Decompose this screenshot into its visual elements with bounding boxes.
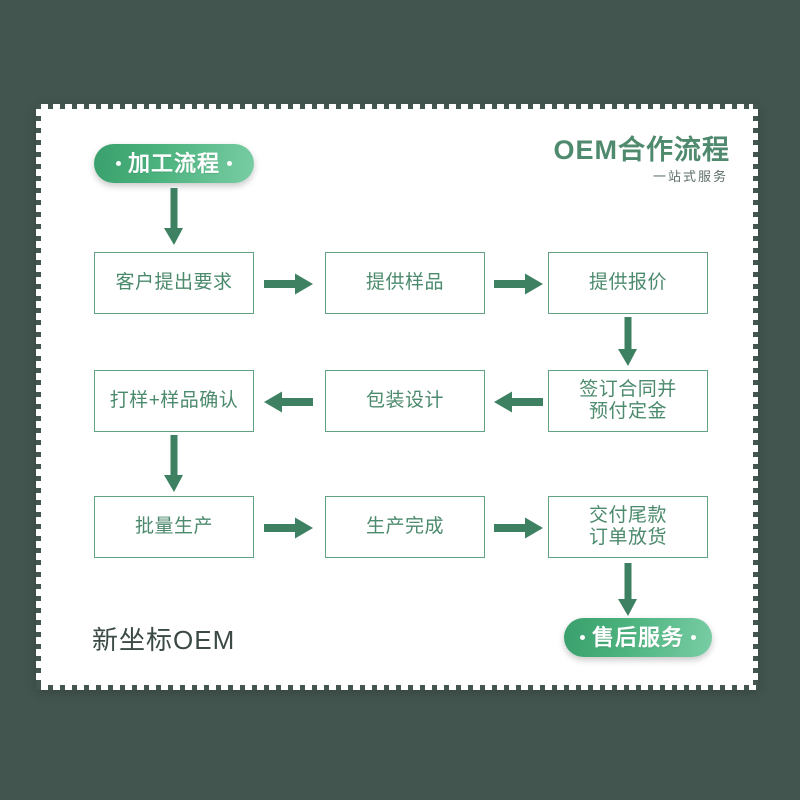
node-label: 提供样品	[365, 271, 444, 293]
node-label: 签订合同并 预付定金	[579, 378, 677, 422]
node-customer-request[interactable]: 客户提出要求	[94, 252, 254, 314]
arrow-right-2	[494, 272, 544, 296]
node-label: 生产完成	[365, 515, 444, 537]
node-final-payment-release[interactable]: 交付尾款 订单放货	[548, 496, 708, 558]
pill-after-sales[interactable]: 售后服务	[564, 618, 712, 657]
node-label: 打样+样品确认	[109, 389, 239, 411]
arrow-left-2	[264, 390, 314, 414]
node-label: 提供报价	[588, 271, 667, 293]
dot-icon	[227, 161, 232, 166]
brand-name: 新坐标OEM	[92, 625, 236, 655]
arrow-right-1	[264, 272, 314, 296]
node-label: 交付尾款 订单放货	[588, 504, 667, 548]
page-subtitle: 一站式服务	[652, 169, 728, 184]
stamp-card: OEM合作流程 一站式服务 加工流程 客户提出要求	[36, 104, 758, 690]
perforation-bottom	[36, 685, 758, 690]
dot-icon	[115, 161, 121, 166]
dot-icon	[579, 635, 585, 640]
node-provide-sample[interactable]: 提供样品	[325, 252, 485, 314]
node-package-design[interactable]: 包装设计	[325, 370, 485, 432]
arrow-right-4	[494, 516, 544, 540]
node-label: 包装设计	[365, 389, 444, 411]
perforation-right	[753, 104, 758, 690]
pill-start-process[interactable]: 加工流程	[94, 144, 254, 183]
node-label: 批量生产	[134, 515, 213, 537]
dot-icon	[691, 635, 696, 640]
perforation-left	[36, 104, 41, 690]
arrow-down-end	[617, 563, 639, 617]
arrow-down-left	[163, 435, 185, 493]
arrow-down-start	[163, 188, 185, 246]
node-mass-production[interactable]: 批量生产	[94, 496, 254, 558]
node-sign-contract[interactable]: 签订合同并 预付定金	[548, 370, 708, 432]
arrow-down-right	[617, 317, 639, 367]
card-surface: OEM合作流程 一站式服务 加工流程 客户提出要求	[36, 104, 758, 690]
arrow-left-1	[494, 390, 544, 414]
perforation-top	[36, 104, 758, 109]
node-label: 客户提出要求	[115, 271, 233, 293]
arrow-right-3	[264, 516, 314, 540]
pill-start-label: 加工流程	[127, 150, 220, 176]
pill-end-label: 售后服务	[591, 624, 684, 650]
node-proofing-confirm[interactable]: 打样+样品确认	[94, 370, 254, 432]
card-content: OEM合作流程 一站式服务 加工流程 客户提出要求	[36, 104, 758, 690]
node-provide-quote[interactable]: 提供报价	[548, 252, 708, 314]
page-title: OEM合作流程	[553, 135, 730, 165]
node-production-complete[interactable]: 生产完成	[325, 496, 485, 558]
